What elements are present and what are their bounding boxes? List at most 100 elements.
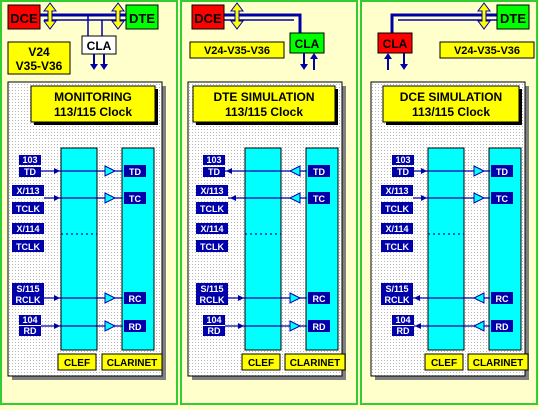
signal-badge <box>12 185 44 196</box>
signal-arrowheads <box>414 168 427 329</box>
down-arrow-icon <box>100 64 108 70</box>
left-signals: 103 TD X/113 TCLK X/114 TCLK S/115 RCLK … <box>381 155 414 336</box>
signal-code: 103 <box>22 155 37 165</box>
signal-badge <box>124 192 146 204</box>
interface-box <box>7 41 71 75</box>
signal-code: 104 <box>395 315 410 325</box>
clarinet-signal: TD <box>496 167 508 177</box>
interface-label: V35-V36 <box>16 59 63 73</box>
signal-badge <box>19 167 41 177</box>
dte-box <box>125 4 159 30</box>
dce-cla-link <box>224 13 302 36</box>
clef-column <box>427 147 465 351</box>
dte-box <box>496 4 530 30</box>
interface-label: V24-V35-V36 <box>204 45 270 57</box>
signal-arrowheads <box>226 168 244 329</box>
interface-box <box>189 41 285 59</box>
panel-subtitle: 113/115 Clock <box>412 105 490 119</box>
signal-name: TCLK <box>200 204 224 214</box>
panel-subtitle: 113/115 Clock <box>54 105 132 119</box>
clarinet-signal: TD <box>129 167 141 177</box>
clef-label-box <box>424 353 464 371</box>
clarinet-column <box>488 147 522 351</box>
clarinet-label: CLARINET <box>290 358 341 369</box>
signal-name: RD <box>24 326 37 336</box>
panel-title: MONITORING <box>54 90 132 104</box>
signal-badge <box>12 294 44 305</box>
dce-label: DCE <box>10 11 38 26</box>
cla-box <box>289 32 325 54</box>
interface-label: V24-V35-V36 <box>454 45 520 57</box>
dte-label: DTE <box>129 11 155 26</box>
panel-dte-simulation: DCE CLA V24-V35-V36 DTE SIMULATION 113/1… <box>180 0 358 405</box>
signal-name: TCLK <box>16 242 40 252</box>
signal-badge <box>19 315 41 325</box>
left-signals: 103 TD X/113 TCLK X/114 TCLK S/115 RCLK … <box>196 155 228 336</box>
signal-code: 104 <box>206 315 221 325</box>
signal-code: X/113 <box>200 186 223 196</box>
signal-name: TD <box>208 167 220 177</box>
signal-badge <box>124 292 146 304</box>
cla-box <box>377 32 413 54</box>
double-arrow-icon <box>43 2 57 30</box>
panel-title: DCE SIMULATION <box>400 90 502 104</box>
clarinet-signal: RC <box>313 294 326 304</box>
signal-code: X/114 <box>385 224 408 234</box>
interface-box <box>439 41 535 59</box>
down-arrow-icon <box>90 64 98 70</box>
clarinet-label: CLARINET <box>473 358 524 369</box>
buffer-triangles <box>472 165 486 332</box>
clef-label: CLEF <box>64 358 90 369</box>
clarinet-label-box <box>284 353 346 371</box>
signal-code: X/114 <box>16 224 39 234</box>
clarinet-column <box>305 147 339 351</box>
signal-badge <box>19 326 41 336</box>
cla-label: CLA <box>87 39 112 53</box>
signal-badge <box>12 202 44 214</box>
clarinet-column <box>121 147 155 351</box>
cla-dte-link <box>390 13 498 36</box>
signal-badge <box>124 165 146 177</box>
up-arrow-icon <box>384 53 392 59</box>
double-arrow-icon <box>230 2 244 30</box>
signal-arrowheads <box>54 168 60 329</box>
signal-name: RD <box>208 326 221 336</box>
down-arrow-icon <box>400 64 408 70</box>
buffer-triangles <box>288 165 302 332</box>
panel-dce-simulation: DTE CLA V24-V35-V36 DCE SIMULATION 113/1… <box>360 0 538 405</box>
interface-label: V24 <box>28 45 50 59</box>
signal-name: RCLK <box>385 295 410 305</box>
signal-name: RD <box>397 326 410 336</box>
up-arrow-icon <box>310 53 318 59</box>
signal-name: TCLK <box>200 242 224 252</box>
signal-code: S/115 <box>385 284 408 294</box>
title-box <box>30 85 156 123</box>
clef-label-box <box>57 353 97 371</box>
clef-column <box>60 147 98 351</box>
clarinet-signal: RC <box>129 294 142 304</box>
cla-label: CLA <box>295 37 320 51</box>
signal-name: RCLK <box>16 295 41 305</box>
clef-label: CLEF <box>431 358 457 369</box>
panel-monitoring: DCE DTE CLA V24 V35-V36 MONITORING 113/1… <box>0 0 178 405</box>
signal-code: X/113 <box>385 186 408 196</box>
signal-name: TCLK <box>385 242 409 252</box>
dce-box <box>191 4 225 30</box>
clarinet-label: CLARINET <box>107 358 158 369</box>
left-signals: 103 TD X/113 TCLK X/114 TCLK S/115 RCLK … <box>12 155 44 336</box>
signal-badge <box>124 320 146 332</box>
clarinet-signal: TD <box>313 167 325 177</box>
signal-badge <box>12 240 44 252</box>
clarinet-signal: RC <box>496 294 509 304</box>
clarinet-label-box <box>101 353 163 371</box>
buffer-triangles <box>104 165 117 332</box>
signal-badge <box>12 283 44 294</box>
panel-subtitle: 113/115 Clock <box>225 105 303 119</box>
panel-title: DTE SIMULATION <box>213 90 314 104</box>
signal-code: S/115 <box>16 284 39 294</box>
clarinet-signal: RD <box>496 322 509 332</box>
signal-code: 104 <box>22 315 37 325</box>
cla-box <box>81 35 117 55</box>
dce-box <box>7 4 41 30</box>
